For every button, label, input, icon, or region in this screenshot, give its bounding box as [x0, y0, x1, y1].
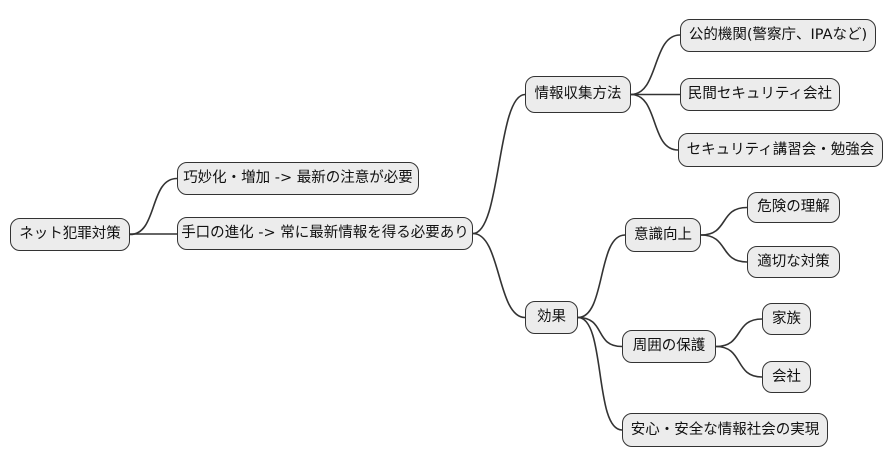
edge-evolving-methods-info-gathering	[472, 93, 526, 235]
edge-info-gathering-public-institutions	[630, 34, 681, 96]
node-proper-measures: 適切な対策	[747, 246, 840, 278]
edge-info-gathering-seminars	[630, 93, 679, 151]
node-risk-understanding: 危険の理解	[747, 192, 840, 223]
node-company: 会社	[762, 361, 811, 393]
edge-effects-protect-others	[577, 316, 623, 348]
edge-awareness-proper-measures	[700, 234, 748, 263]
edge-root-sophistication	[129, 177, 178, 236]
node-evolving-methods: 手口の進化 -> 常に最新情報を得る必要あり	[177, 217, 473, 250]
edge-awareness-risk-understanding	[700, 206, 748, 236]
node-protect-others: 周囲の保護	[622, 330, 716, 363]
node-info-gathering: 情報収集方法	[525, 76, 631, 113]
node-seminars: セキュリティ講習会・勉強会	[678, 133, 883, 167]
edge-protect-others-company	[715, 345, 763, 378]
node-public-institutions: 公的機関(警察庁、IPAなど)	[680, 19, 876, 52]
node-sophistication: 巧妙化・増加 -> 最新の注意が必要	[177, 162, 419, 195]
edge-protect-others-family	[715, 318, 763, 348]
edge-effects-awareness	[577, 234, 626, 319]
node-effects: 効果	[525, 301, 578, 334]
edge-evolving-methods-effects	[472, 232, 526, 319]
node-awareness: 意識向上	[625, 218, 701, 252]
node-safe-society: 安心・安全な情報社会の実現	[622, 413, 828, 447]
node-private-security: 民間セキュリティ会社	[680, 78, 840, 111]
node-family: 家族	[762, 303, 811, 335]
node-root: ネット犯罪対策	[10, 218, 130, 251]
edge-effects-safe-society	[577, 316, 623, 431]
